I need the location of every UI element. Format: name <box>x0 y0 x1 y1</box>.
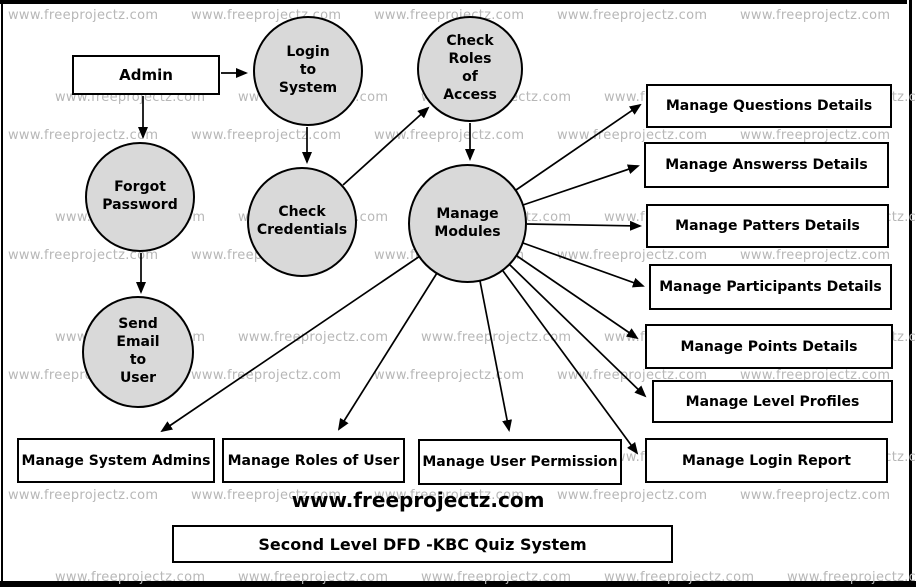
entity-admin: Admin <box>72 55 220 95</box>
arrow-manage-to-patterns <box>526 220 642 231</box>
arrow-check-cred-to-check-roles <box>342 106 430 186</box>
entity-manage-login-report: Manage Login Report <box>645 438 888 483</box>
entity-manage-roles-of-user: Manage Roles of User <box>222 438 405 483</box>
entity-manage-level-profiles: Manage Level Profiles <box>652 380 893 423</box>
arrow-manage-to-sys-admins <box>160 255 421 433</box>
frame-top-bar <box>0 0 907 4</box>
entity-manage-participants-details: Manage Participants Details <box>649 264 892 310</box>
process-manage-modules: Manage Modules <box>408 164 527 283</box>
process-check-roles-of-access: Check Roles of Access <box>417 16 523 122</box>
frame-left-bar <box>1 0 3 587</box>
process-send-email-to-user: Send Email to User <box>82 296 194 408</box>
brand-text: www.freeprojectz.com <box>291 488 545 512</box>
process-forgot-password: Forgot Password <box>85 142 195 252</box>
process-check-credentials: Check Credentials <box>247 167 357 277</box>
arrow-manage-to-questions <box>515 103 642 191</box>
entity-manage-patterns-details: Manage Patters Details <box>646 204 889 248</box>
arrow-manage-to-points <box>516 255 639 340</box>
frame-right-bar <box>909 0 912 583</box>
entity-manage-questions-details: Manage Questions Details <box>646 84 892 128</box>
entity-manage-points-details: Manage Points Details <box>645 324 893 369</box>
frame-bottom-bar <box>0 581 916 587</box>
entity-manage-system-admins: Manage System Admins <box>17 438 215 483</box>
entity-manage-user-permission: Manage User Permission <box>418 439 622 485</box>
arrow-manage-to-roles <box>337 272 438 431</box>
diagram-title: Second Level DFD -KBC Quiz System <box>172 525 673 563</box>
arrow-manage-to-login-report <box>502 270 639 455</box>
process-login-to-system: Login to System <box>253 16 363 126</box>
arrow-manage-to-participants <box>522 242 645 288</box>
arrow-manage-to-answers <box>522 164 640 206</box>
entity-manage-answers-details: Manage Answerss Details <box>644 142 889 188</box>
arrow-manage-to-levels <box>509 264 647 398</box>
arrow-manage-to-permission <box>479 280 512 432</box>
